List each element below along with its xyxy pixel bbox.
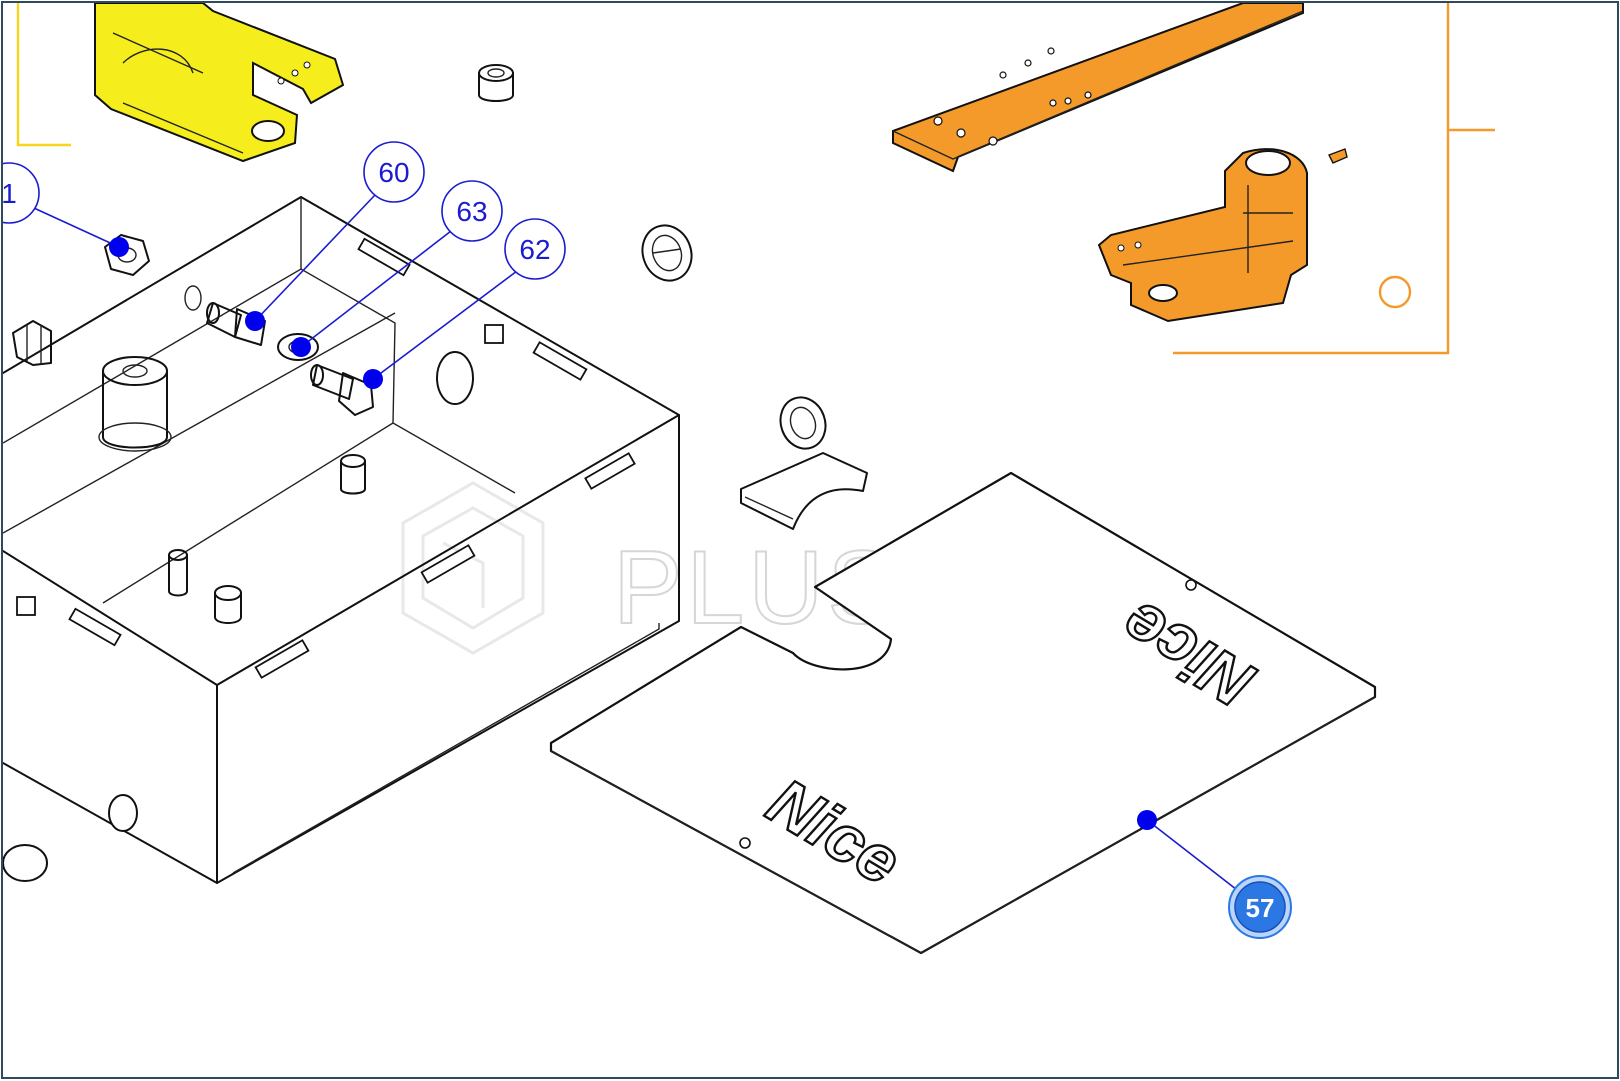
small-bushing-part <box>478 64 514 102</box>
callout-leader <box>1146 819 1242 894</box>
callout-anchor-dot <box>1137 810 1157 830</box>
main-housing-box <box>3 196 680 884</box>
callout-anchor-dot <box>291 337 311 357</box>
grommet-part <box>641 224 693 282</box>
clip-grommet-part <box>740 396 868 530</box>
callout-leader <box>372 270 518 380</box>
yellow-bracket-part <box>94 3 345 163</box>
yellow-group-boundary <box>16 3 71 147</box>
callout-62[interactable]: 62 <box>363 218 566 389</box>
callout-57[interactable]: 57 <box>1137 810 1292 939</box>
exploded-parts-diagram: PLUSCOM <box>3 3 1495 955</box>
cover-plate-part: Nice Nice <box>549 471 1377 955</box>
callout-60[interactable]: 60 <box>245 141 425 331</box>
callout-bubble <box>3 162 40 224</box>
callout-anchor-dot <box>109 237 129 257</box>
orange-bracket-part <box>1097 148 1348 323</box>
callout-label: 60 <box>378 157 409 188</box>
callout-1[interactable]: 1 <box>3 162 129 257</box>
callout-bubble <box>363 141 425 203</box>
callout-label: 63 <box>456 196 487 227</box>
callout-bubble <box>504 218 566 280</box>
callout-leader <box>22 202 120 248</box>
orange-flat-bar-part <box>892 3 1304 173</box>
callout-label: 1 <box>3 178 17 209</box>
callout-label: 57 <box>1246 893 1275 923</box>
orange-group-boundary <box>1173 3 1495 355</box>
callout-leader <box>300 230 452 348</box>
bolt-62-part <box>310 364 374 416</box>
callout-leader <box>254 194 376 322</box>
callout-bubble <box>441 180 503 242</box>
callout-63[interactable]: 63 <box>291 180 503 357</box>
callout-label: 62 <box>519 234 550 265</box>
callout-badge <box>1234 881 1286 933</box>
callout-anchor-dot <box>363 369 383 389</box>
callout-anchor-dot <box>245 311 265 331</box>
